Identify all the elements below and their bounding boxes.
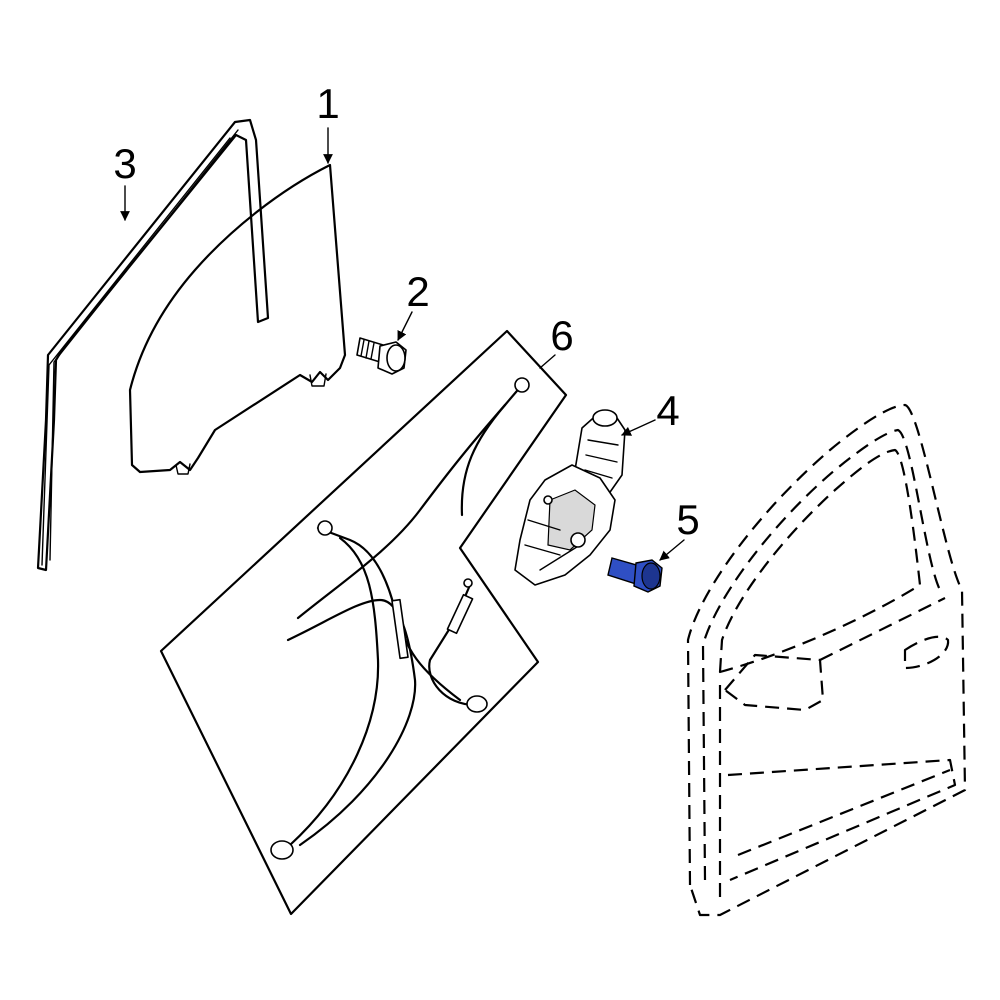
door-glass-part[interactable] xyxy=(128,163,347,475)
callout-4: 4 xyxy=(656,387,679,434)
callout-1: 1 xyxy=(316,80,339,127)
callout-5: 5 xyxy=(676,496,699,543)
motor-bolt-part[interactable] xyxy=(607,557,663,593)
regulator-motor-part[interactable] xyxy=(514,409,626,586)
callout-leaders xyxy=(120,127,685,561)
callout-6: 6 xyxy=(550,312,573,359)
callout-3: 3 xyxy=(113,140,136,187)
glass-bolt-part[interactable] xyxy=(356,337,407,375)
door-shell xyxy=(686,403,967,917)
run-channel-part[interactable] xyxy=(36,118,270,572)
regulator-assembly-part[interactable] xyxy=(159,329,568,916)
callout-2: 2 xyxy=(406,268,429,315)
